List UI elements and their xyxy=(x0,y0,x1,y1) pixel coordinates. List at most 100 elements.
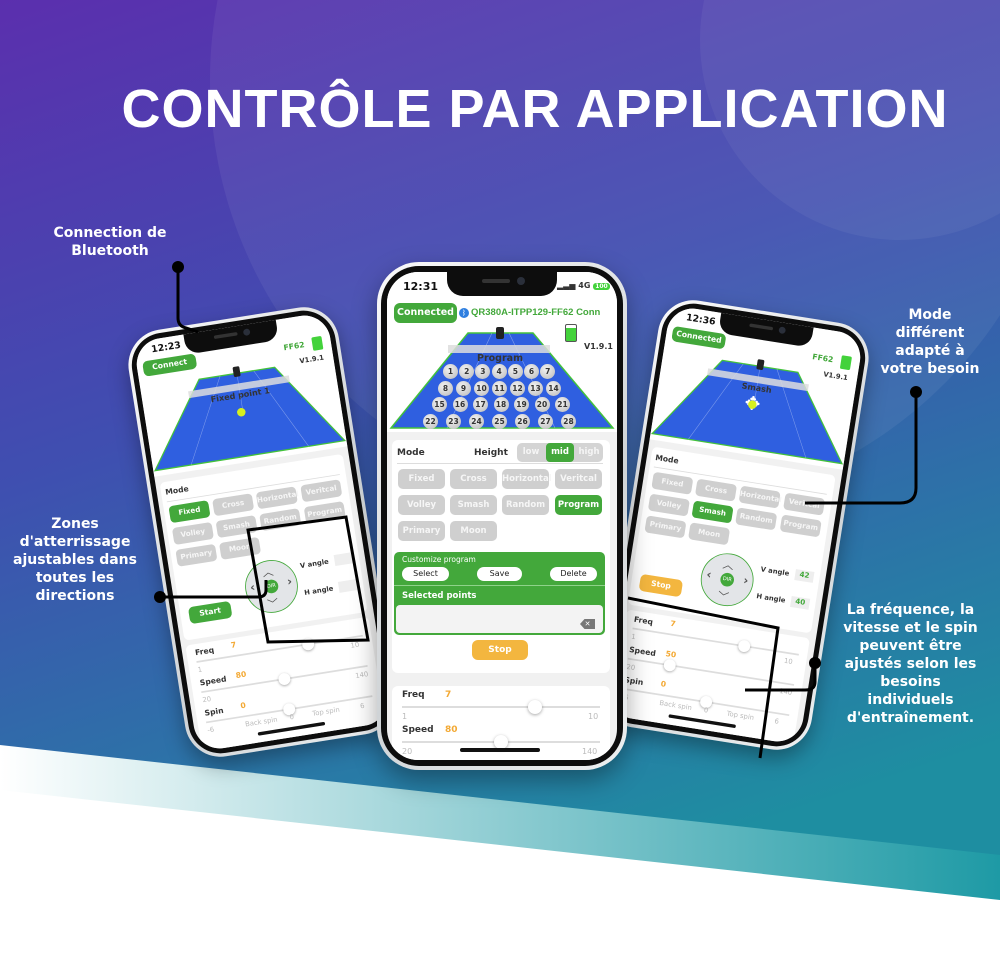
mode-button-primary[interactable]: Primary xyxy=(175,543,218,567)
freq-slider[interactable] xyxy=(196,634,363,663)
program-point[interactable]: 15 xyxy=(432,397,447,412)
speed-slider-thumb[interactable] xyxy=(662,658,677,673)
mode-button-cross[interactable]: Cross xyxy=(450,469,497,489)
program-point[interactable]: 19 xyxy=(514,397,529,412)
mode-button-horizontal[interactable]: Horizontal xyxy=(502,469,552,489)
mode-button-volley[interactable]: Volley xyxy=(398,495,445,515)
mode-button-horizontal[interactable]: Horizontal xyxy=(738,485,782,509)
mode-button-fixed[interactable]: Fixed xyxy=(168,500,211,524)
program-point[interactable]: 8 xyxy=(438,381,453,396)
arrow-right-icon[interactable]: › xyxy=(742,573,750,589)
mode-button-cross[interactable]: Cross xyxy=(694,478,738,502)
mode-button-cross[interactable]: Cross xyxy=(212,493,255,517)
program-point[interactable]: 14 xyxy=(546,381,561,396)
settings-card: Freq 7 1 10 Speed 80 20 140 xyxy=(392,686,610,760)
selected-points-field[interactable] xyxy=(396,605,603,633)
program-point[interactable]: 7 xyxy=(540,364,556,379)
customize-program-label: Customize program xyxy=(402,555,476,564)
select-button[interactable]: Select xyxy=(402,567,449,581)
mode-button-random[interactable]: Random xyxy=(259,508,302,532)
freq-slider-thumb[interactable] xyxy=(527,700,542,714)
mode-button-moon[interactable]: Moon xyxy=(450,521,497,541)
mode-button-program[interactable]: Program xyxy=(779,514,822,538)
mode-button-fixed[interactable]: Fixed xyxy=(398,469,445,489)
mode-button-volley[interactable]: Volley xyxy=(647,493,690,517)
program-point[interactable]: 10 xyxy=(474,381,489,396)
program-point[interactable]: 26 xyxy=(515,414,530,429)
freq-min: 1 xyxy=(630,632,637,641)
mode-button-veritcal[interactable]: Veritcal xyxy=(300,479,343,503)
arrow-right-icon[interactable]: › xyxy=(286,574,294,589)
program-point[interactable]: 22 xyxy=(423,414,438,429)
program-point[interactable]: 23 xyxy=(446,414,461,429)
mode-button-fixed[interactable]: Fixed xyxy=(651,471,694,495)
backspace-icon[interactable]: ✕ xyxy=(580,619,595,629)
program-point[interactable]: 28 xyxy=(561,414,576,429)
height-option-low[interactable]: low xyxy=(522,447,540,457)
h-angle-label: H angle xyxy=(303,584,334,597)
stop-button[interactable]: Stop xyxy=(472,640,528,660)
program-point[interactable]: 25 xyxy=(492,414,507,429)
status-time: 12:31 xyxy=(403,280,439,293)
program-point[interactable]: 18 xyxy=(493,397,509,412)
program-point[interactable]: 24 xyxy=(469,414,484,429)
mode-button-random[interactable]: Random xyxy=(502,495,549,515)
program-point[interactable]: 3 xyxy=(475,364,491,379)
dir-button[interactable]: DIR xyxy=(719,571,735,588)
program-point[interactable]: 13 xyxy=(528,381,543,396)
start-button[interactable]: Start xyxy=(187,600,233,625)
program-point[interactable]: 12 xyxy=(510,381,525,396)
mode-button-veritcal[interactable]: Veritcal xyxy=(783,492,826,516)
mode-button-smash[interactable]: Smash xyxy=(691,500,734,524)
arrow-down-icon[interactable]: ﹀ xyxy=(266,597,280,612)
mode-button-primary[interactable]: Primary xyxy=(644,515,687,539)
program-point[interactable]: 21 xyxy=(555,397,570,412)
mode-button-veritcal[interactable]: Veritcal xyxy=(555,469,602,489)
arrow-down-icon[interactable]: ﹀ xyxy=(716,590,730,605)
speed-slider-thumb[interactable] xyxy=(494,735,508,749)
mode-button-smash[interactable]: Smash xyxy=(450,495,497,515)
dir-button[interactable]: DIR xyxy=(263,578,280,595)
arrow-up-icon[interactable]: ︿ xyxy=(721,558,735,573)
direction-pad[interactable]: ︿ ﹀ ‹ › DIR xyxy=(697,549,758,610)
program-point[interactable]: 17 xyxy=(473,397,488,412)
mode-button-primary[interactable]: Primary xyxy=(398,521,445,541)
program-point[interactable]: 2 xyxy=(459,364,475,379)
mode-button-moon[interactable]: Moon xyxy=(219,536,262,560)
program-point[interactable]: 5 xyxy=(507,364,523,379)
speed-slider[interactable] xyxy=(627,657,795,686)
program-point[interactable]: 20 xyxy=(534,397,550,412)
mode-button-horizontal[interactable]: Horizontal xyxy=(255,486,299,510)
mode-button-program[interactable]: Program xyxy=(303,501,346,525)
mode-button-volley[interactable]: Volley xyxy=(171,521,215,545)
top-spin-label: Top spin xyxy=(311,705,341,718)
speed-slider-thumb[interactable] xyxy=(277,672,292,686)
connected-button[interactable]: Connected xyxy=(394,303,457,323)
spin-min: -6 xyxy=(206,725,215,735)
program-point[interactable]: 9 xyxy=(456,381,471,396)
program-point[interactable]: 27 xyxy=(538,414,553,429)
mode-button-smash[interactable]: Smash xyxy=(215,515,258,539)
program-point[interactable]: 6 xyxy=(524,364,539,379)
height-option-high[interactable]: high xyxy=(578,447,600,457)
arrow-left-icon[interactable]: ‹ xyxy=(705,567,713,583)
height-option-mid[interactable]: mid xyxy=(546,443,574,462)
program-point[interactable]: 11 xyxy=(492,381,507,396)
mode-button-random[interactable]: Random xyxy=(735,507,778,531)
arrow-left-icon[interactable]: ‹ xyxy=(249,580,257,595)
program-point[interactable]: 4 xyxy=(491,364,507,379)
direction-pad[interactable]: ︿ ﹀ ‹ › DIR xyxy=(241,556,302,617)
mode-button-program[interactable]: Program xyxy=(555,495,602,515)
program-point[interactable]: 1 xyxy=(443,364,458,379)
save-button[interactable]: Save xyxy=(477,567,522,581)
delete-button[interactable]: Delete xyxy=(550,567,597,581)
freq-slider-thumb[interactable] xyxy=(301,637,315,652)
arrow-up-icon[interactable]: ︿ xyxy=(261,565,275,580)
freq-slider[interactable] xyxy=(402,706,600,708)
stop-button[interactable]: Stop xyxy=(638,573,684,598)
mode-button-moon[interactable]: Moon xyxy=(688,522,731,546)
app-screen: 12:31 ▂▃▅ 4G 100 Connected ᛒ QR380A-ITPP… xyxy=(387,272,617,760)
program-point[interactable]: 16 xyxy=(452,397,468,412)
freq-slider[interactable] xyxy=(632,627,799,656)
freq-slider-thumb[interactable] xyxy=(737,639,751,653)
